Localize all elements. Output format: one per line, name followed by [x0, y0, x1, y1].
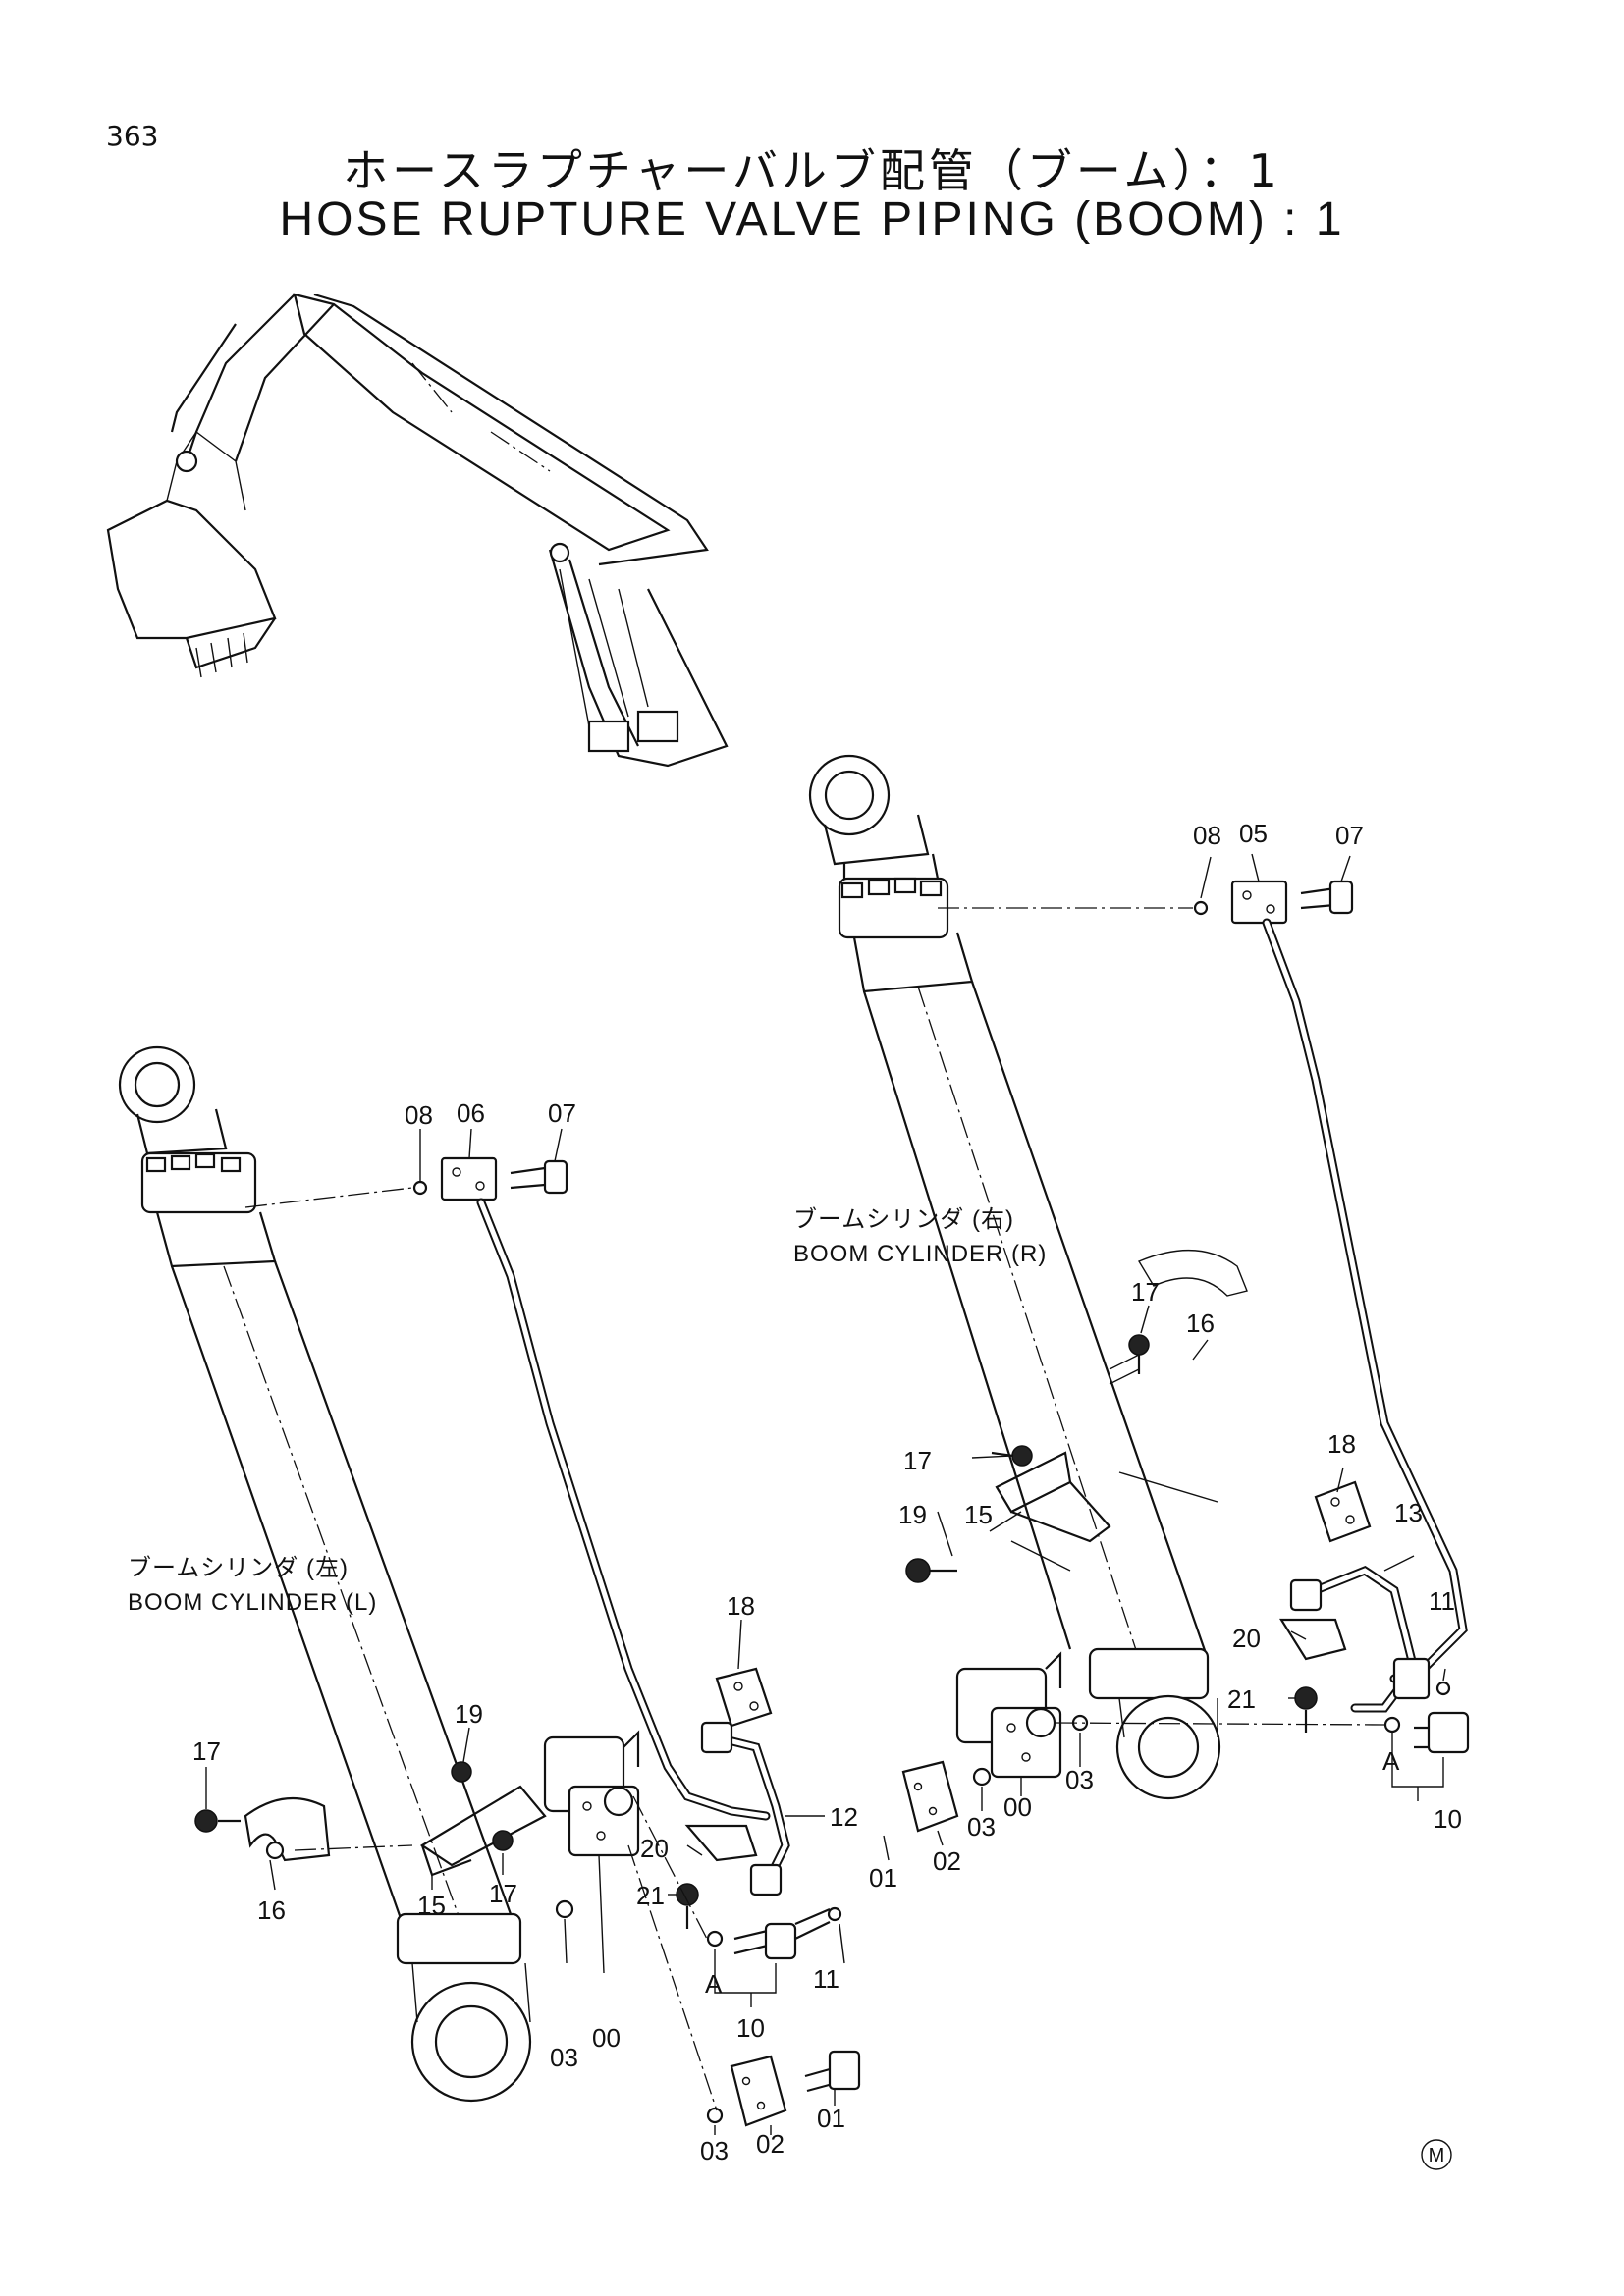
boom-cylinder-right	[808, 754, 1221, 1800]
label-r-05: 05	[1239, 819, 1268, 848]
label-r-00: 00	[1003, 1792, 1032, 1822]
label-r-A: A	[1382, 1746, 1400, 1776]
page-title-japanese: ホースラプチャーバルブ配管（ブーム）：1	[343, 144, 1281, 197]
label-l-19: 19	[455, 1699, 483, 1729]
label-r-01: 01	[869, 1863, 897, 1893]
label-r-18: 18	[1327, 1429, 1356, 1459]
page-title-english: HOSE RUPTURE VALVE PIPING (BOOM) : 1	[279, 193, 1345, 245]
circled-mark	[1421, 2139, 1452, 2170]
label-l-01: 01	[817, 2104, 845, 2133]
caption-boom-cylinder-r-jp: ブームシリンダ (右)	[793, 1206, 1014, 1233]
label-r-07: 07	[1335, 821, 1364, 850]
caption-boom-cylinder-r-en: BOOM CYLINDER (R)	[793, 1241, 1047, 1267]
label-r-20: 20	[1232, 1624, 1261, 1653]
caption-boom-cylinder-l-jp: ブームシリンダ (左)	[128, 1555, 349, 1581]
label-r-16: 16	[1186, 1308, 1215, 1338]
label-l-10: 10	[736, 2013, 765, 2043]
label-l-00: 00	[592, 2023, 621, 2053]
label-l-20: 20	[640, 1834, 669, 1863]
label-l-16: 16	[257, 1896, 286, 1925]
label-r-19: 19	[898, 1500, 927, 1529]
label-r-11: 11	[1429, 1586, 1455, 1616]
label-l-03b: 03	[700, 2136, 729, 2165]
label-l-07: 07	[548, 1098, 576, 1128]
label-r-17b: 17	[903, 1446, 932, 1475]
label-l-17a: 17	[192, 1736, 221, 1766]
label-r-02: 02	[933, 1846, 961, 1876]
circled-mark-letter: M	[1429, 2145, 1445, 2166]
label-r-03a: 03	[1065, 1765, 1094, 1794]
label-l-17b: 17	[489, 1879, 517, 1908]
label-r-13: 13	[1394, 1498, 1423, 1527]
caption-boom-cylinder-l-en: BOOM CYLINDER (L)	[128, 1589, 377, 1616]
excavator-attachment-illustration	[106, 293, 729, 768]
label-l-03a: 03	[550, 2043, 578, 2072]
label-l-A: A	[705, 1969, 723, 1999]
left-side-piping	[194, 1156, 861, 2127]
boom-cylinder-left	[118, 1045, 532, 2103]
label-r-15: 15	[964, 1500, 993, 1529]
label-r-21: 21	[1227, 1684, 1256, 1714]
label-r-10: 10	[1434, 1804, 1462, 1834]
label-l-18: 18	[727, 1591, 755, 1621]
label-l-12: 12	[830, 1802, 858, 1832]
label-r-03b: 03	[967, 1812, 996, 1842]
label-r-17a: 17	[1131, 1277, 1160, 1307]
label-l-06: 06	[457, 1098, 485, 1128]
right-side-piping	[901, 880, 1470, 1833]
label-l-15: 15	[417, 1891, 446, 1920]
page-number: 363	[106, 120, 159, 152]
label-l-21: 21	[636, 1881, 665, 1910]
label-r-08: 08	[1193, 821, 1221, 850]
leader-lines	[205, 853, 1446, 2135]
label-l-02: 02	[756, 2129, 785, 2159]
label-l-11: 11	[813, 1964, 839, 1994]
label-l-08: 08	[405, 1100, 433, 1130]
